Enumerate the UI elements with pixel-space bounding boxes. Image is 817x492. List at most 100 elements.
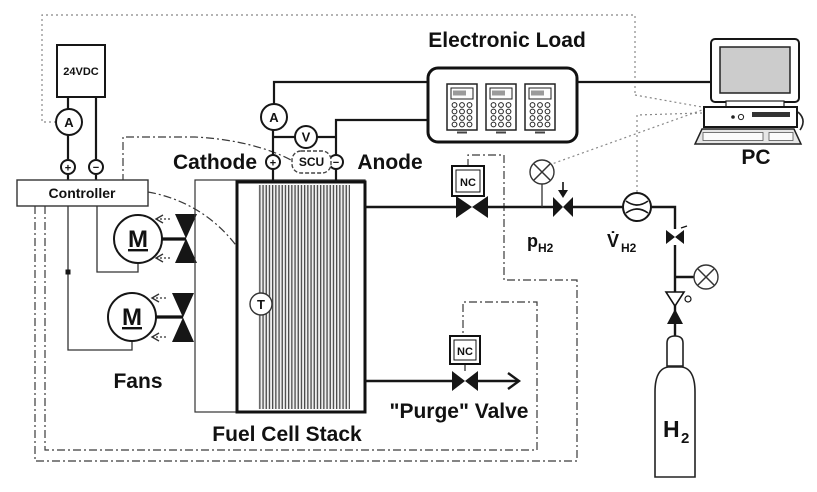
voltmeter-icon [294,125,318,149]
pressure-gauge-signal-line [548,109,703,166]
h2-pipe [365,205,694,477]
anode-terminal-label: − [333,157,339,169]
h2-bottle [654,366,696,478]
stack-ammeter-label: A [269,110,279,125]
controller-label: Controller [49,185,116,201]
purge-valve-label: "Purge" Valve [390,400,529,423]
cathode-terminal-icon [265,154,281,170]
purge-valve-icon [452,371,465,391]
motor-1-label: M [128,226,148,253]
nc-purge-box [449,335,481,365]
airflow-arrow-icon [155,253,172,263]
pc-drive-slot [752,112,790,117]
power-supply-box [56,44,106,98]
pc-button [737,113,745,121]
purge-outlet-arrow-icon [507,372,522,390]
pc-keyboard-keys [702,132,764,141]
anode-label: Anode [357,151,422,174]
cathode-label: Cathode [173,151,257,174]
h2-bottle-label: H [663,416,680,442]
supply-valve-icon [472,196,488,218]
minus-terminal-label: − [93,162,99,174]
solenoid-actuator-arrow-icon [558,190,568,198]
controller-to-purge-valve-line [44,206,538,451]
h2-bottle-neck [666,335,684,367]
electronic-load-section: Electronic Load [426,29,712,144]
stack-electrical-section: A V Cathode Anode + − SCU [173,80,428,182]
temp-sensor-label: T [257,297,265,312]
dc-ammeter-label: A [64,115,74,130]
wire-junction-dot [65,269,71,275]
pc-keyboard-numpad [768,132,794,141]
flow-label-sub: H2 [621,241,637,255]
controller-box [16,179,149,207]
nc-supply-box-inner [455,169,481,193]
load-module-2 [485,83,517,135]
scu-label: SCU [299,155,324,169]
controller-to-scu-line [122,136,292,182]
flow-meter-lens [625,200,649,214]
signal-line-to-pc-1 [634,94,703,108]
voltmeter-label: V [302,130,311,145]
h2-supply-section: NC p H2 V̇ H2 H 2 [365,159,719,478]
solenoid-valve-icon [553,197,563,217]
h2-bottle-label-sub: 2 [681,430,689,447]
electronic-load-label: Electronic Load [428,29,586,52]
fuel-cell-stack-section: T Fuel Cell Stack [194,179,367,446]
pc-label: PC [741,146,770,169]
needle-valve-icon [666,230,675,244]
load-wires [271,80,428,182]
dc-ammeter-icon [55,108,83,136]
power-supply-label: 24VDC [63,66,99,78]
scu-box [291,150,332,174]
purge-section: NC "Purge" Valve [365,335,529,423]
supply-valve-icon [456,196,472,218]
load-module-3 [524,83,556,135]
regulator-icon [664,291,686,308]
fans-section: M M Fans [65,206,197,393]
nc-supply-label: NC [460,177,476,189]
fan-1-icon [175,214,197,263]
needle-valve-icon [675,230,684,244]
plus-terminal-icon [60,159,76,175]
pressure-label: p [527,231,538,251]
motor-wires [67,206,139,351]
stack-cells-hatch [258,185,350,409]
dc-wires [66,97,98,182]
nc-purge-box-inner [453,339,477,361]
minus-terminal-icon [88,159,104,175]
pressure-gauge-cross [533,163,551,181]
fans-label: Fans [113,370,162,393]
fan-2-icon [172,293,194,342]
plus-terminal-label: + [65,163,71,175]
data-signal-lines [41,14,703,192]
flow-meter-signal-line [636,112,703,192]
nc-purge-label: NC [457,346,473,358]
controller-to-supply-valve-line [34,154,578,462]
load-module-1 [446,83,478,135]
pc-button [731,115,735,119]
motor-2-label: M [122,304,142,331]
airflow-arrow-icon [151,332,168,342]
dc-ammeter-signal-line [41,14,636,123]
nc-supply-box [451,165,485,197]
power-supply-section: 24VDC A + − Controller [16,44,149,207]
pressure-gauge-cross [697,268,715,286]
flow-meter-icon [622,192,652,222]
stack-ammeter-icon [260,103,288,131]
cathode-terminal-label: + [270,158,276,170]
regulator-icon [667,309,683,324]
pc-mouse-cable [797,111,804,131]
pc-section: PC [693,38,804,169]
fuel-cell-stack-label: Fuel Cell Stack [212,423,362,446]
purge-valve-icon [465,371,478,391]
temp-sensor-icon [249,292,273,316]
airflow-arrow-icon [151,293,168,303]
flow-label: V̇ [607,230,619,251]
needle-valve-handle [680,225,688,229]
solenoid-valve-icon [563,197,573,217]
regulator-port [684,295,692,303]
pc-screen [719,46,791,94]
